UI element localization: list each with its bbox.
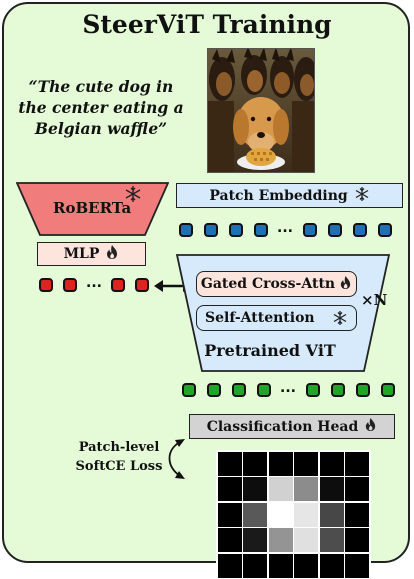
patch-token [303, 223, 317, 237]
heatmap-cell [294, 553, 318, 578]
output-token [207, 383, 221, 397]
flame-icon [339, 275, 352, 294]
output-token-ellipsis: ... [280, 380, 296, 396]
prompt-quote: “The cute dog in the center eating a Bel… [18, 77, 184, 138]
self-attention-label: Self-Attention [205, 310, 315, 326]
gated-cross-attn-module: Gated Cross-Attn [196, 271, 357, 297]
heatmap-cell [268, 553, 293, 578]
text-token [39, 278, 53, 292]
mlp-module: MLP [37, 242, 146, 266]
heatmap-cell [217, 502, 242, 527]
mlp-label: MLP [63, 246, 100, 262]
heatmap-cell [268, 451, 293, 476]
roberta-module: RoBERTa [16, 182, 169, 236]
roberta-label: RoBERTa [53, 199, 132, 217]
target-heatmap [216, 450, 371, 579]
heatmap-cell [243, 477, 267, 501]
patch-embedding-label: Patch Embedding [209, 187, 348, 204]
heatmap-cell [319, 477, 344, 501]
heatmap-cell [268, 502, 293, 527]
heatmap-cell [319, 502, 344, 527]
heatmap-cell [294, 528, 318, 552]
flame-icon [105, 244, 119, 264]
heatmap-cell [217, 528, 242, 552]
curved-double-arrow-icon [168, 439, 185, 479]
heatmap-cell [345, 528, 369, 552]
heatmap-cell [243, 502, 267, 527]
output-token [356, 383, 370, 397]
heatmap-cell [319, 451, 344, 476]
heatmap-cell [217, 477, 242, 501]
heatmap-cell [243, 451, 267, 476]
patch-token [328, 223, 342, 237]
text-token-ellipsis: ... [86, 275, 102, 291]
heatmap-cell [319, 528, 344, 552]
patch-token-ellipsis: ... [277, 220, 293, 236]
dogs-photo [208, 49, 314, 172]
heatmap-cell [345, 477, 369, 501]
output-token [381, 383, 395, 397]
heatmap-cell [243, 553, 267, 578]
heatmap-cell [345, 451, 369, 476]
classification-head-module: Classification Head [189, 414, 395, 439]
classification-head-label: Classification Head [206, 418, 359, 435]
heatmap-cell [268, 477, 293, 501]
pretrained-vit-label: Pretrained ViT [204, 341, 336, 360]
snowflake-icon [354, 186, 370, 206]
patch-token [229, 223, 243, 237]
heatmap-cell [217, 451, 242, 476]
output-token [257, 383, 271, 397]
output-token [182, 383, 196, 397]
heatmap-cell [217, 553, 242, 578]
flame-icon [364, 417, 377, 436]
text-token [63, 278, 77, 292]
gated-cross-attn-label: Gated Cross-Attn [200, 276, 336, 292]
heatmap-cell [319, 553, 344, 578]
patch-token [179, 223, 193, 237]
heatmap-cell [243, 528, 267, 552]
diagram-title: SteerViT Training [82, 10, 332, 39]
snowflake-icon [332, 310, 348, 330]
heatmap-cell [345, 502, 369, 527]
text-token [135, 278, 149, 292]
heatmap-cell [294, 477, 318, 501]
repeat-count: ×N [361, 291, 388, 309]
heatmap-cell [345, 553, 369, 578]
heatmap-cell [294, 451, 318, 476]
output-token [232, 383, 246, 397]
output-token [306, 383, 320, 397]
output-token [331, 383, 345, 397]
snowflake-icon [124, 185, 142, 207]
patch-embedding-module: Patch Embedding [176, 183, 403, 208]
self-attention-module: Self-Attention [196, 305, 357, 331]
input-image [207, 48, 315, 173]
patch-token [353, 223, 367, 237]
heatmap-cell [268, 528, 293, 552]
heatmap-cell [294, 502, 318, 527]
patch-token [204, 223, 218, 237]
patch-token [254, 223, 268, 237]
patch-token [378, 223, 392, 237]
loss-label: Patch-level SoftCE Loss [75, 440, 163, 474]
text-token [111, 278, 125, 292]
